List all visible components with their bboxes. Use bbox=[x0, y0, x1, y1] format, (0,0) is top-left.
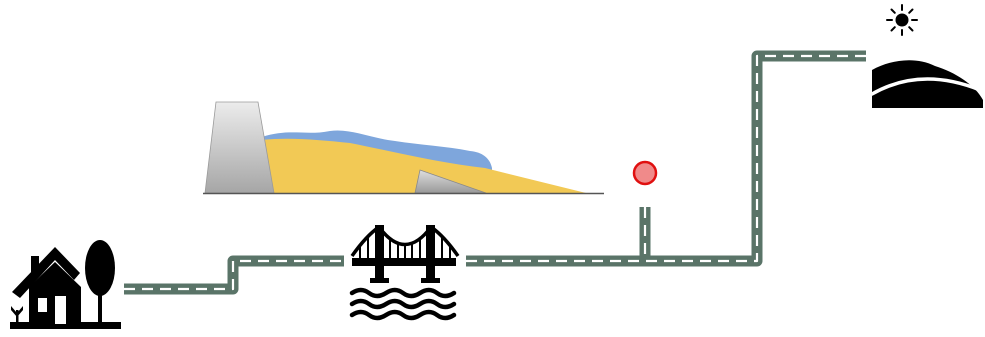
sun-icon bbox=[887, 5, 917, 35]
house-with-tree-icon bbox=[10, 240, 121, 329]
suspension-bridge-over-water-icon bbox=[352, 225, 458, 318]
hills-icon bbox=[872, 60, 983, 108]
dam-wall bbox=[205, 102, 274, 193]
location-dot-icon bbox=[634, 162, 656, 184]
dam-cross-section-icon bbox=[203, 102, 604, 194]
